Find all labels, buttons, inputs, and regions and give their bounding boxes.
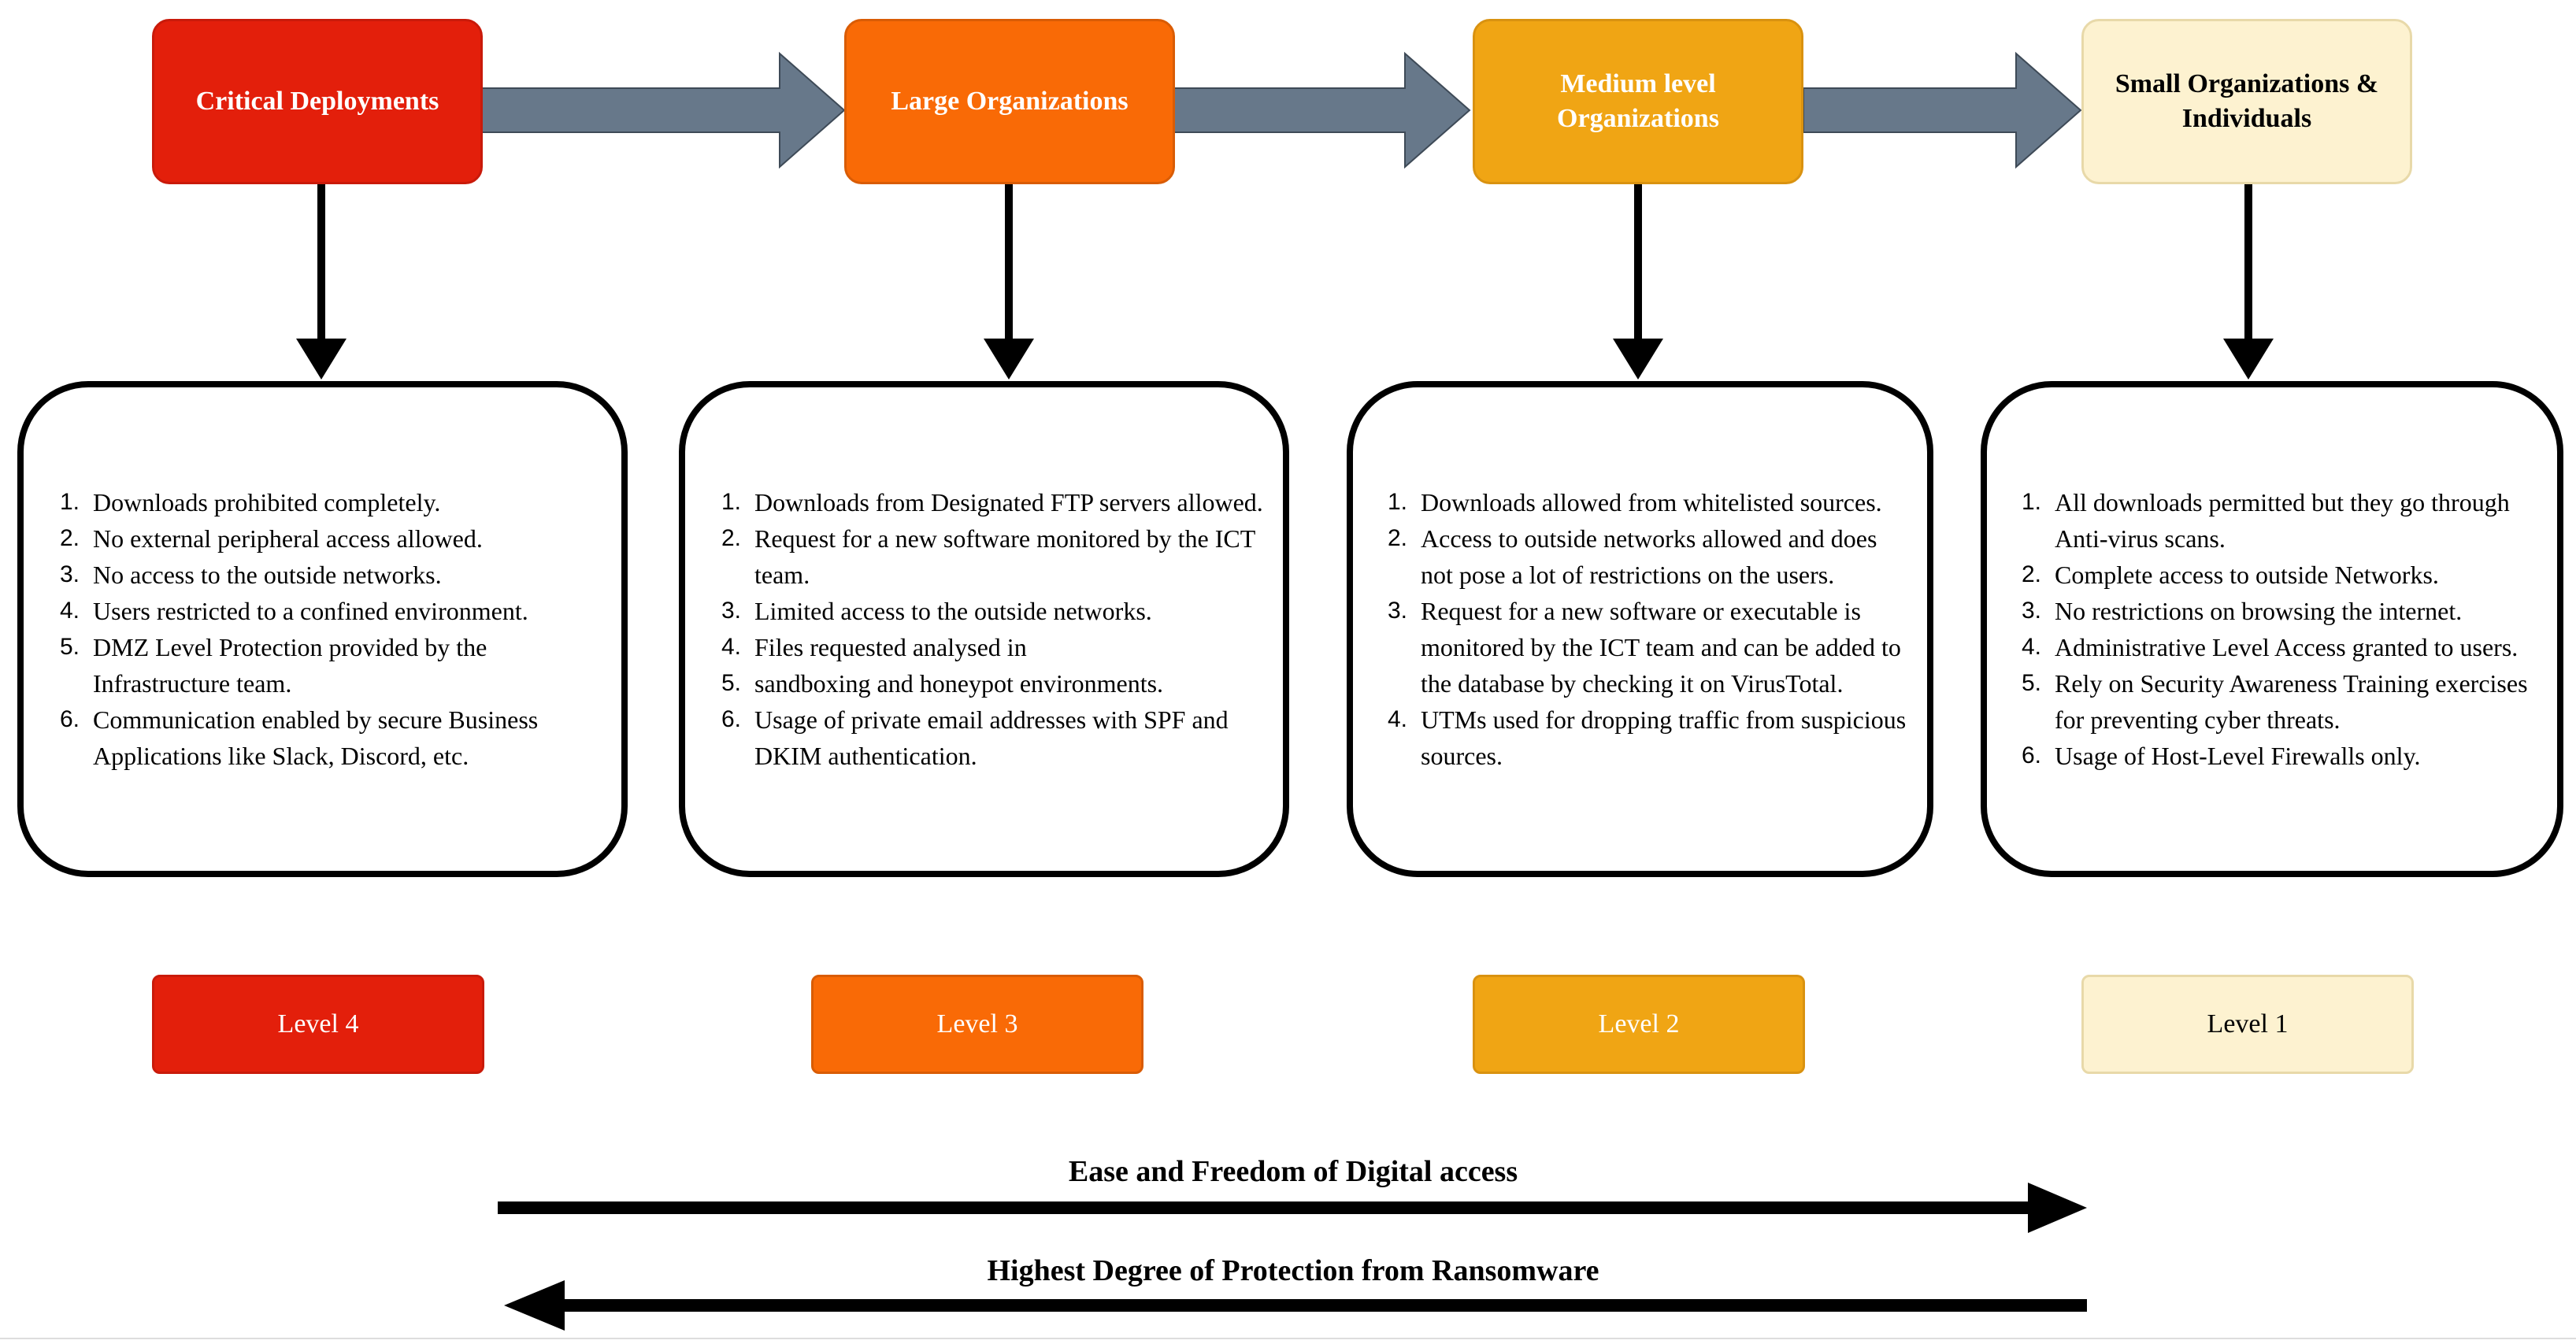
list-item: 1.Downloads prohibited completely.: [60, 488, 441, 516]
down-arrow-2: [984, 183, 1034, 380]
list-item: 3.No access to the outside networks.: [60, 561, 442, 589]
header-small-organizations: Small Organizations & Individuals: [2081, 19, 2412, 184]
list-item: 1.All downloads permitted but they go th…: [2022, 488, 2510, 553]
header-large-organizations: Large Organizations: [844, 19, 1175, 184]
header-title: Large Organizations: [891, 86, 1129, 116]
list-item: 6.Communication enabled by secure Busine…: [60, 705, 539, 770]
level-4-badge: Level 4: [152, 975, 484, 1074]
list-item: 6.Usage of private email addresses with …: [721, 705, 1229, 770]
list-item: 5.DMZ Level Protection provided by the I…: [60, 633, 487, 698]
requirements-list: 1.Downloads prohibited completely. 2.No …: [60, 484, 610, 774]
description-large-organizations: 1.Downloads from Designated FTP servers …: [679, 381, 1289, 877]
list-item: 6.Usage of Host-Level Firewalls only.: [2022, 742, 2421, 770]
level-1-badge: Level 1: [2081, 975, 2414, 1074]
protection-arrow: [504, 1280, 2087, 1331]
requirements-list: 1.Downloads allowed from whitelisted sou…: [1388, 484, 1911, 774]
list-item: 4.Users restricted to a confined environ…: [60, 597, 528, 625]
flow-arrow-1: [481, 51, 846, 169]
list-item: 4.Administrative Level Access granted to…: [2022, 633, 2519, 661]
header-title: Medium level Organizations: [1557, 68, 1719, 133]
list-item: 2.Complete access to outside Networks.: [2022, 561, 2439, 589]
list-item: 5.Rely on Security Awareness Training ex…: [2022, 669, 2528, 734]
list-item: 4.Files requested analysed in: [721, 633, 1027, 661]
ease-arrow: [498, 1183, 2087, 1233]
level-label: Level 4: [277, 1009, 359, 1039]
requirements-list: 1.Downloads from Designated FTP servers …: [721, 484, 1272, 774]
list-item: 2.Request for a new software monitored b…: [721, 524, 1255, 589]
description-small-organizations: 1.All downloads permitted but they go th…: [1981, 381, 2563, 877]
level-2-badge: Level 2: [1473, 975, 1805, 1074]
list-item: 5.sandboxing and honeypot environments.: [721, 669, 1164, 698]
header-title: Small Organizations & Individuals: [2115, 68, 2379, 133]
down-arrow-4: [2223, 183, 2274, 380]
list-item: 4.UTMs used for dropping traffic from su…: [1388, 705, 1907, 770]
list-item: 1.Downloads allowed from whitelisted sou…: [1388, 488, 1882, 516]
ease-of-access-label: Ease and Freedom of Digital access: [1068, 1155, 1518, 1188]
level-label: Level 1: [2207, 1009, 2289, 1039]
flow-arrow-2: [1173, 51, 1471, 169]
list-item: 3.Request for a new software or executab…: [1388, 597, 1901, 698]
list-item: 3.Limited access to the outside networks…: [721, 597, 1152, 625]
flow-arrow-3: [1803, 51, 2082, 169]
list-item: 2.No external peripheral access allowed.: [60, 524, 483, 553]
description-medium-organizations: 1.Downloads allowed from whitelisted sou…: [1347, 381, 1933, 877]
header-medium-organizations: Medium level Organizations: [1473, 19, 1803, 184]
protection-label: Highest Degree of Protection from Ransom…: [987, 1254, 1599, 1287]
list-item: 1.Downloads from Designated FTP servers …: [721, 488, 1263, 516]
description-critical-deployments: 1.Downloads prohibited completely. 2.No …: [17, 381, 628, 877]
level-3-badge: Level 3: [811, 975, 1143, 1074]
header-critical-deployments: Critical Deployments: [152, 19, 483, 184]
level-label: Level 2: [1598, 1009, 1680, 1039]
header-title: Critical Deployments: [195, 86, 439, 116]
requirements-list: 1.All downloads permitted but they go th…: [2022, 484, 2548, 774]
list-item: 3.No restrictions on browsing the intern…: [2022, 597, 2463, 625]
level-label: Level 3: [936, 1009, 1018, 1039]
down-arrow-1: [296, 183, 347, 380]
list-item: 2.Access to outside networks allowed and…: [1388, 524, 1877, 589]
down-arrow-3: [1613, 183, 1663, 380]
